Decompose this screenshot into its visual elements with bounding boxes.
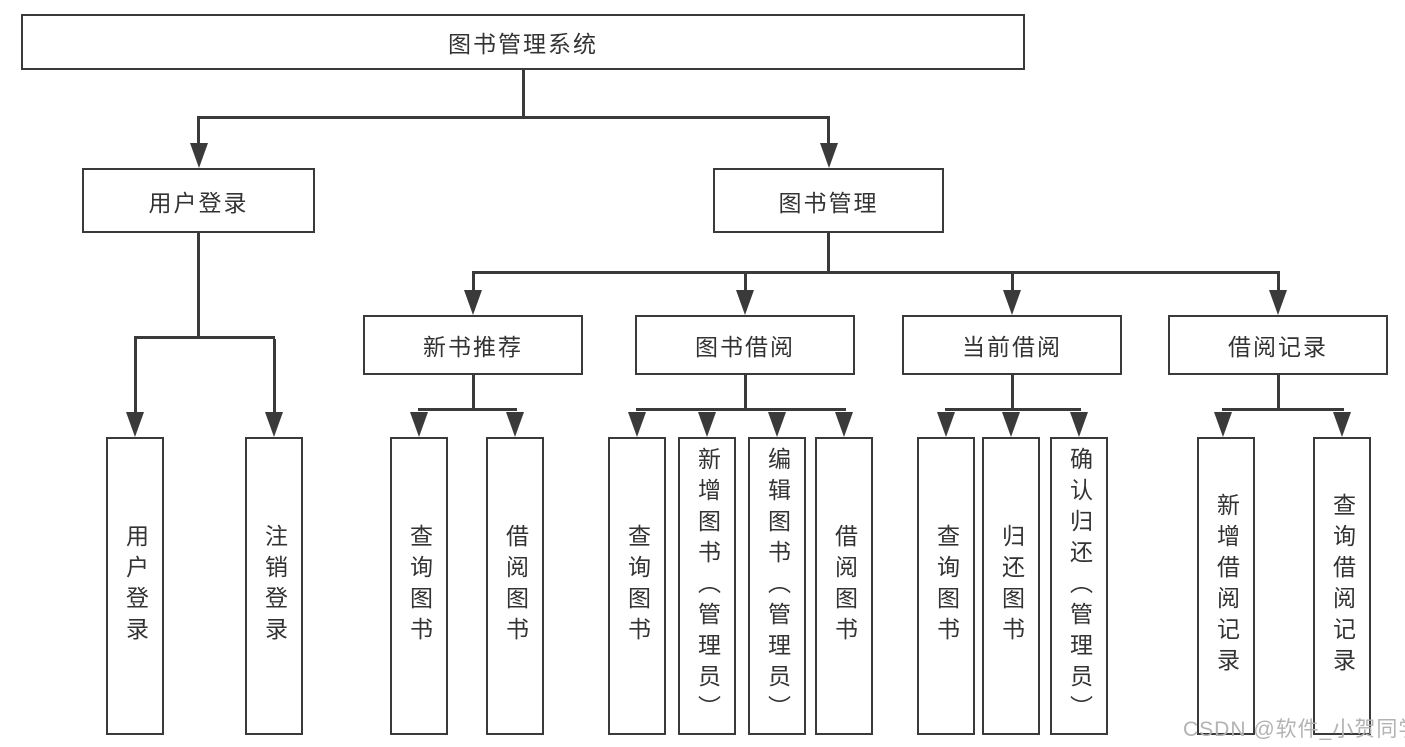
leaf-add-borrow-record: 新增借阅记录 [1197, 437, 1255, 735]
connector-vline [1276, 375, 1280, 408]
connector-hline [635, 408, 846, 411]
connector-vline [1276, 274, 1280, 290]
leaf-borrow-books-recommend: 借阅图书 [486, 437, 544, 735]
node-label: 注销登录 [261, 524, 288, 648]
leaf-return-book: 归还图书 [982, 437, 1040, 735]
node-new-book-recommend: 新书推荐 [363, 315, 583, 375]
arrow-down-icon [189, 143, 208, 168]
arrow-down-icon [819, 143, 838, 168]
connector-vline [197, 233, 200, 336]
arrow-down-icon [410, 412, 428, 437]
arrow-down-icon [1214, 412, 1232, 437]
node-book-borrowing: 图书借阅 [635, 315, 855, 375]
node-current-borrowing: 当前借阅 [902, 315, 1122, 375]
csdn-watermark: CSDN @软件_小贺同学 [1183, 718, 1405, 741]
leaf-query-books-current: 查询图书 [917, 437, 975, 735]
connector-vline [827, 233, 830, 271]
node-label: 查询借阅记录 [1329, 493, 1356, 679]
node-label: 借阅记录 [1228, 334, 1328, 360]
connector-hline [197, 116, 830, 119]
node-label: 借阅图书 [502, 524, 529, 648]
connector-vline [471, 274, 475, 290]
node-label: 图书借阅 [695, 334, 795, 360]
node-borrow-records: 借阅记录 [1168, 315, 1388, 375]
connector-hline [471, 271, 1280, 274]
connector-hline [417, 408, 517, 411]
arrow-down-icon [1070, 412, 1088, 437]
connector-vline [827, 119, 830, 143]
connector-vline [1010, 375, 1014, 408]
node-label: 编辑图书（管理员） [764, 446, 791, 726]
arrow-down-icon [768, 412, 786, 437]
arrow-down-icon [506, 412, 524, 437]
leaf-confirm-return-admin: 确认归还（管理员） [1050, 437, 1108, 735]
node-label: 用户登录 [148, 189, 249, 216]
leaf-add-book-admin: 新增图书（管理员） [678, 437, 736, 735]
node-library-management-system: 图书管理系统 [21, 14, 1025, 70]
arrow-down-icon [628, 412, 646, 437]
connector-vline [197, 119, 200, 143]
connector-vline [743, 375, 747, 408]
arrow-down-icon [1002, 412, 1020, 437]
node-label: 新增借阅记录 [1213, 493, 1240, 679]
arrow-down-icon [698, 412, 716, 437]
leaf-logout: 注销登录 [245, 437, 303, 735]
node-label: 图书管理 [778, 189, 879, 216]
node-label: 图书管理系统 [448, 31, 598, 57]
connector-vline [272, 339, 276, 412]
node-user-login: 用户登录 [82, 168, 315, 233]
leaf-borrow-books-borrowing: 借阅图书 [815, 437, 873, 735]
connector-hline [944, 408, 1081, 411]
leaf-query-books-borrowing: 查询图书 [608, 437, 666, 735]
arrow-down-icon [835, 412, 853, 437]
node-label: 归还图书 [998, 524, 1025, 648]
connector-hline [1221, 408, 1344, 411]
connector-vline [1010, 274, 1014, 290]
node-label: 查询图书 [406, 524, 433, 648]
connector-hline [133, 336, 275, 339]
node-label: 新书推荐 [423, 334, 523, 360]
arrow-down-icon [265, 412, 283, 437]
node-label: 确认归还（管理员） [1066, 446, 1093, 726]
arrow-down-icon [736, 290, 754, 315]
leaf-edit-book-admin: 编辑图书（管理员） [748, 437, 806, 735]
leaf-query-borrow-record: 查询借阅记录 [1313, 437, 1371, 735]
node-label: 查询图书 [624, 524, 651, 648]
leaf-user-login: 用户登录 [106, 437, 164, 735]
connector-vline [743, 274, 747, 290]
node-label: 查询图书 [933, 524, 960, 648]
node-label: 当前借阅 [962, 334, 1062, 360]
arrow-down-icon [464, 290, 482, 315]
node-label: 新增图书（管理员） [694, 446, 721, 726]
leaf-query-books-recommend: 查询图书 [390, 437, 448, 735]
arrow-down-icon [1269, 290, 1287, 315]
connector-vline [471, 375, 475, 408]
arrow-down-icon [937, 412, 955, 437]
arrow-down-icon [126, 412, 144, 437]
arrow-down-icon [1333, 412, 1351, 437]
node-book-management: 图书管理 [713, 168, 944, 233]
arrow-down-icon [1003, 290, 1021, 315]
node-label: 借阅图书 [831, 524, 858, 648]
connector-vline [133, 339, 137, 412]
node-label: 用户登录 [122, 524, 149, 648]
connector-vline [521, 70, 525, 116]
